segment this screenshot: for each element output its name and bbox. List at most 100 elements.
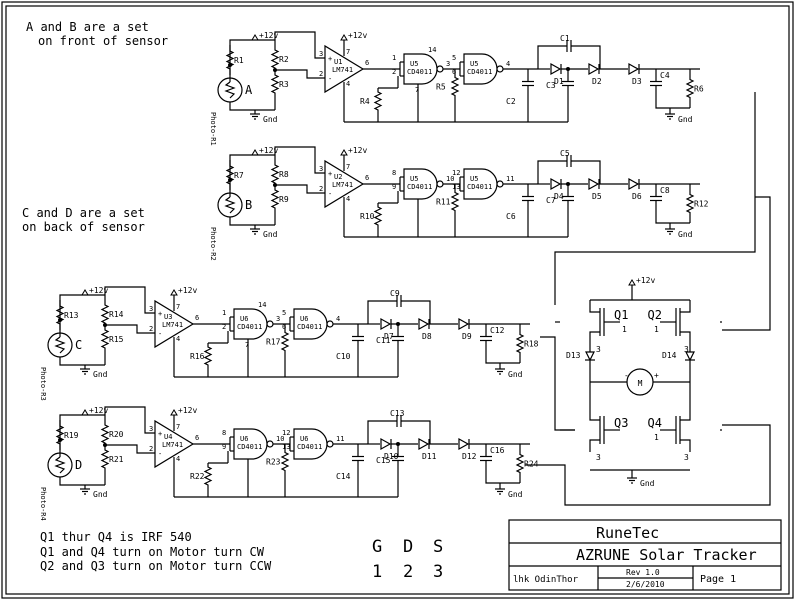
gate-pin: 12 (452, 169, 460, 177)
capacitor-label: C12 (490, 326, 505, 335)
title-block: RuneTec AZRUNE Solar Tracker lhk OdinTho… (508, 519, 782, 591)
opamp-pin: 7 (346, 48, 350, 56)
gate-pin: 3 (446, 60, 450, 68)
wire (537, 45, 548, 69)
wire (54, 456, 66, 474)
wire (270, 163, 280, 185)
mosfet-pin: 3 (596, 345, 601, 354)
diode-symbol (418, 437, 430, 451)
capacitor-label: C5 (560, 149, 570, 158)
supply-label: +12v (178, 286, 197, 295)
gate-type: CD4011 (297, 323, 322, 331)
resistor-label: R9 (279, 195, 289, 204)
ground-label: Gnd (678, 230, 693, 239)
gate-type: CD4011 (407, 183, 432, 191)
opamp-ref: U3 (164, 313, 172, 321)
wire (280, 324, 290, 359)
wire (54, 336, 66, 354)
opamp-pin: 7 (346, 163, 350, 171)
opamp-pin: 6 (365, 174, 369, 182)
capacitor-label: C15 (376, 456, 391, 465)
diode-symbol (550, 62, 562, 76)
capacitor-label: C14 (336, 472, 351, 481)
diode-symbol (585, 351, 595, 362)
wire (680, 408, 691, 421)
wire (589, 408, 600, 421)
supply-arrow (340, 149, 348, 156)
note-bottom-3: Q2 and Q3 turn on Motor turn CCW (40, 559, 272, 573)
opamp-pin: 3 (149, 305, 153, 313)
opamp-minus: - (328, 75, 332, 83)
opamp-pin: 3 (149, 425, 153, 433)
wire (225, 160, 235, 190)
supply-arrow (340, 34, 348, 41)
opamp-pin: 3 (319, 50, 323, 58)
opamp-pin: 2 (149, 325, 153, 333)
ground-label: Gnd (508, 490, 523, 499)
mosfet-ref: Q4 (648, 416, 662, 430)
ground-label: Gnd (678, 115, 693, 124)
wire (104, 286, 155, 314)
opamp-pin: 6 (195, 314, 199, 322)
wire (274, 146, 325, 174)
nand-bubble (266, 320, 274, 328)
supply-label: +12v (259, 146, 278, 155)
supply-label: +12v (89, 406, 108, 415)
opamp-pin: 6 (365, 59, 369, 67)
gate-ref: U5 (410, 60, 418, 68)
title-date: 2/6/2010 (626, 580, 665, 589)
wire (589, 300, 600, 313)
gds-s: S (433, 537, 443, 557)
gate-pin: 1 (222, 309, 226, 317)
opamp-minus: - (158, 330, 162, 338)
diode-symbol (628, 62, 640, 76)
gate-type: CD4011 (237, 323, 262, 331)
gate-type: CD4011 (407, 68, 432, 76)
gate-pin: 4 (506, 60, 510, 68)
diode-label: D9 (462, 332, 472, 341)
wire (537, 160, 548, 184)
title-page: Page 1 (700, 574, 736, 585)
gate-pin: 7 (245, 341, 249, 349)
resistor-label: R20 (109, 430, 124, 439)
diode-label: D2 (592, 77, 602, 86)
motor-symbol (626, 368, 654, 396)
wire (373, 88, 383, 114)
gate-pin: 14 (428, 46, 436, 54)
opamp-plus: + (328, 55, 332, 63)
wire (224, 196, 236, 214)
resistor-label: R16 (190, 352, 205, 361)
resistor-label: R7 (234, 171, 244, 180)
gate-type: CD4011 (237, 443, 262, 451)
sensor-stages: R1APhoto-R1+12vR2R3Gnd+-U1LM74132746+12v… (39, 31, 709, 521)
diode-symbol (380, 317, 392, 331)
gate-pin: 13 (452, 183, 460, 191)
supply-arrow (81, 409, 89, 416)
diode-symbol (380, 437, 392, 451)
ground-label: Gnd (263, 230, 278, 239)
diode-symbol (685, 351, 695, 362)
nand-bubble (266, 440, 274, 448)
resistor-label: R10 (360, 212, 375, 221)
ground-label: Gnd (263, 115, 278, 124)
mosfet-pin: 1 (654, 433, 659, 442)
title-company: RuneTec (596, 524, 659, 542)
note-bottom-1: Q1 thur Q4 is IRF 540 (40, 530, 192, 544)
opamp-symbol (154, 419, 195, 469)
wire (275, 184, 325, 194)
title-author: lhk OdinThor (513, 575, 579, 585)
capacitor-label: C6 (506, 212, 516, 221)
wire (450, 184, 460, 219)
mosfet-pin: 1 (622, 325, 627, 334)
opamp-pin: 4 (346, 80, 350, 88)
wire (373, 203, 383, 229)
opamp-pin: 4 (176, 335, 180, 343)
resistor-label: R22 (190, 472, 205, 481)
mosfet-pin: 3 (684, 345, 689, 354)
wire (105, 324, 155, 334)
diode-symbol (628, 177, 640, 191)
